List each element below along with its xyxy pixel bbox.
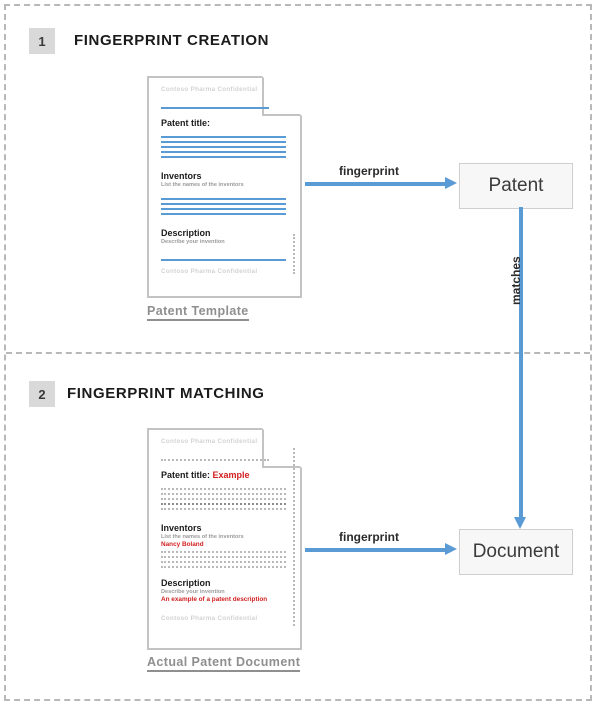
field-label-inventors: Inventors — [161, 171, 202, 181]
text-line — [161, 566, 286, 568]
confidential-header: Contoso Pharma Confidential — [161, 438, 258, 445]
confidential-header: Contoso Pharma Confidential — [161, 86, 258, 93]
divider-rule — [161, 107, 269, 109]
section-divider — [6, 352, 590, 354]
text-line — [161, 508, 286, 510]
section-title-1: FINGERPRINT CREATION — [74, 32, 270, 49]
text-line — [161, 556, 286, 558]
edge-label-fingerprint-2: fingerprint — [339, 530, 399, 544]
text-line — [161, 213, 286, 215]
edge-label-matches: matches — [509, 256, 523, 305]
field-hint-description: Describe your invention — [161, 239, 225, 245]
patent-template-document: Contoso Pharma Confidential Patent title… — [147, 76, 302, 298]
field-hint-description: Describe your invention — [161, 589, 225, 595]
arrow-shaft — [305, 182, 445, 186]
text-line — [161, 488, 286, 490]
field-value-patent-title: Example — [212, 470, 250, 480]
document-node[interactable]: Document — [459, 529, 573, 575]
section-title-2: FINGERPRINT MATCHING — [67, 385, 265, 402]
field-label-patent-title: Patent title: — [161, 470, 211, 480]
arrow-actual-to-document — [305, 543, 457, 555]
text-line — [161, 208, 286, 210]
field-hint-inventors: List the names of the inventors — [161, 534, 244, 540]
field-row-patent-title: Patent title: Example — [161, 470, 290, 480]
confidential-footer: Contoso Pharma Confidential — [161, 615, 258, 622]
field-label-description: Description — [161, 228, 211, 238]
arrow-shaft — [305, 548, 445, 552]
field-label-description: Description — [161, 578, 211, 588]
divider-rule — [161, 459, 269, 461]
caption-actual-patent-document: Actual Patent Document — [147, 655, 301, 672]
step-badge-1: 1 — [29, 28, 55, 54]
arrow-head — [514, 517, 526, 529]
document-content: Contoso Pharma Confidential Patent title… — [147, 76, 302, 298]
text-line — [161, 156, 286, 158]
text-line — [161, 136, 286, 138]
field-label-inventors: Inventors — [161, 523, 202, 533]
field-hint-inventors: List the names of the inventors — [161, 182, 244, 188]
text-line — [161, 146, 286, 148]
arrow-head — [445, 543, 457, 555]
field-label-patent-title: Patent title: — [161, 118, 211, 128]
caption-patent-template: Patent Template — [147, 304, 249, 321]
arrow-template-to-patent — [305, 177, 457, 189]
actual-patent-document: Contoso Pharma Confidential Patent title… — [147, 428, 302, 650]
confidential-footer: Contoso Pharma Confidential — [161, 268, 258, 275]
field-value-inventors: Nancy Boland — [161, 541, 204, 548]
text-line — [161, 151, 286, 153]
arrow-patent-to-document — [514, 207, 526, 529]
outer-dashed-frame — [4, 4, 592, 701]
document-content: Contoso Pharma Confidential Patent title… — [147, 428, 302, 650]
side-dot-marks — [293, 448, 295, 626]
text-line — [161, 561, 286, 563]
text-line — [161, 493, 286, 495]
text-line — [161, 198, 286, 200]
text-line — [161, 551, 286, 553]
text-line — [161, 498, 286, 500]
side-dot-marks — [293, 234, 295, 274]
arrow-head — [445, 177, 457, 189]
text-line — [161, 141, 286, 143]
edge-label-fingerprint-1: fingerprint — [339, 164, 399, 178]
arrow-shaft — [519, 207, 523, 517]
step-badge-2: 2 — [29, 381, 55, 407]
text-line — [161, 503, 286, 505]
text-line — [161, 203, 286, 205]
text-line — [161, 259, 286, 261]
field-value-description: An example of a patent description — [161, 596, 268, 603]
patent-node[interactable]: Patent — [459, 163, 573, 209]
